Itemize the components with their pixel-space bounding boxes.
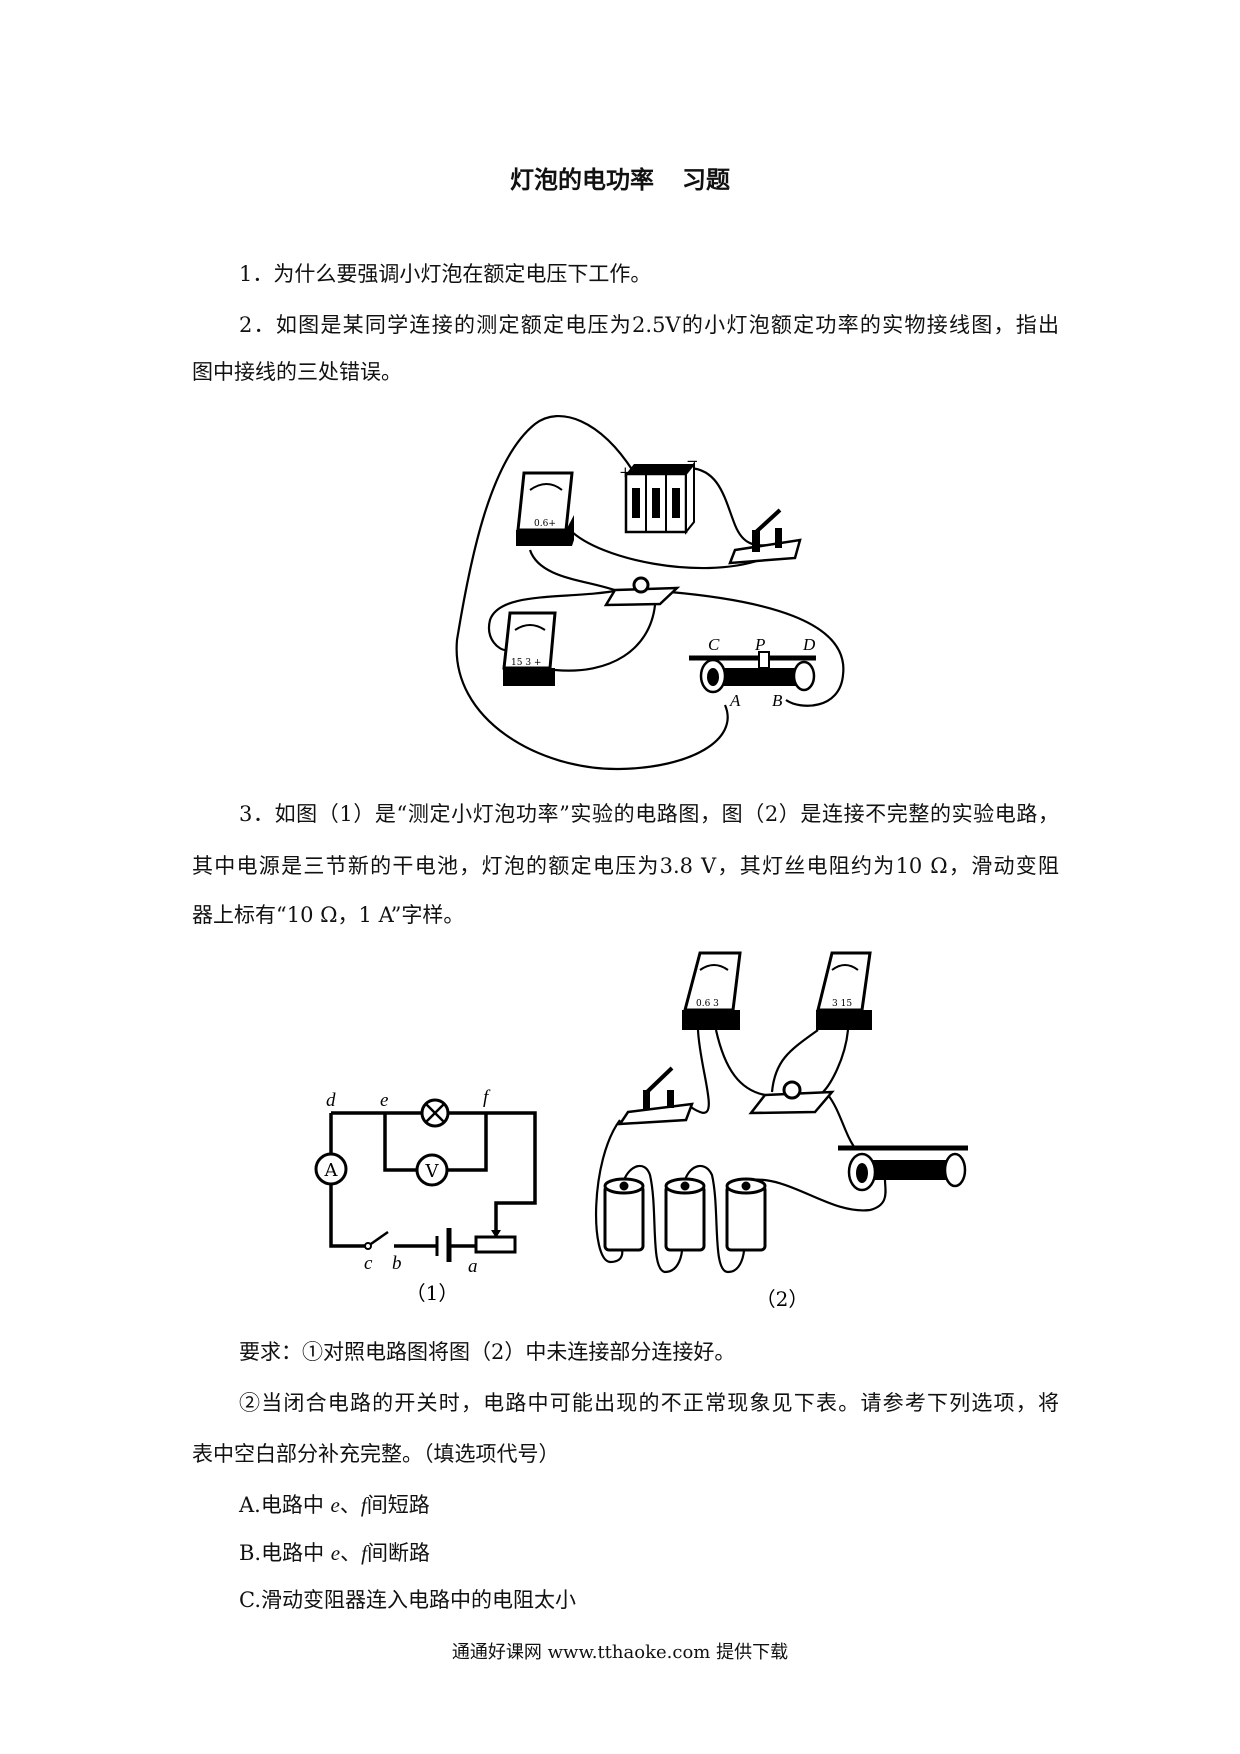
question-3-line-2: 其中电源是三节新的干电池，灯泡的额定电压为3.8 V，其灯丝电阻约为10 Ω，滑… [192,854,1059,878]
ammeter-2: 0.6 3 [682,951,742,1030]
node-f: f [483,1087,491,1108]
title-sub: 习题 [682,166,730,194]
page-title: 灯泡的电功率习题 [0,160,1240,195]
voltmeter-2-scale: 3 15 [832,999,852,1009]
option-b-prefix: B.电路中 [239,1541,331,1565]
battery-minus-label: − [686,452,699,470]
voltmeter: 15 3 + [502,611,557,686]
option-a-f: f [360,1493,367,1517]
option-a-prefix: A.电路中 [239,1493,331,1517]
ammeter-symbol: A [314,1152,348,1186]
ammeter-2-scale: 0.6 3 [696,999,719,1009]
option-b-sep: 、 [340,1541,362,1565]
requirement-2-line-1: ②当闭合电路的开关时，电路中可能出现的不正常现象见下表。请参考下列选项，将 [239,1391,1059,1415]
battery-plus-label: + [619,463,632,481]
ammeter-letter: A [324,1160,339,1181]
option-b-e: e [330,1541,341,1565]
voltmeter-letter: V [425,1161,440,1182]
option-a-suffix: 间短路 [366,1493,430,1517]
option-b-f: f [361,1541,367,1565]
wires [455,415,845,771]
question-1: 1．为什么要强调小灯泡在额定电压下工作。 [239,262,652,286]
question-3-line-1: 3．如图（1）是“测定小灯泡功率”实验的电路图，图（2）是连接不完整的实验电路， [239,802,1059,826]
rheostat-2 [838,1145,968,1192]
requirement-1: 要求：①对照电路图将图（2）中未连接部分连接好。 [239,1340,736,1364]
node-d: d [326,1090,336,1111]
rheostat-label-c: C [708,635,720,654]
rheostat-label-d: D [802,635,816,654]
option-a: A.电路中 e、f间短路 [239,1491,430,1519]
option-b: B.电路中 e、f间断路 [239,1539,430,1567]
switch [728,508,802,565]
requirement-2-line-2: 表中空白部分补充完整。（填选项代号） [192,1442,560,1466]
node-a: a [468,1256,478,1277]
node-b: b [392,1253,402,1274]
battery-pack: + − [619,452,699,535]
voltmeter-scale: 15 3 + [511,658,541,668]
lamp-holder [603,576,681,607]
question-2-line-1: 2．如图是某同学连接的测定额定电压为2.5V的小灯泡额定功率的实物接线图，指出 [239,313,1059,337]
voltmeter-symbol: V [415,1153,449,1187]
ammeter-scale: 0.6+ [534,519,556,529]
node-e: e [380,1090,388,1111]
apparatus-wires [594,1029,887,1274]
question-2-line-2: 图中接线的三处错误。 [192,360,402,384]
rheostat-symbol [474,1235,517,1254]
voltmeter-2: 3 15 [816,951,872,1030]
figure-1-caption: （1） [406,1281,459,1305]
node-c: c [364,1253,373,1274]
option-a-e: e [330,1493,340,1517]
rheostat-label-p: P [754,635,765,654]
title-main: 灯泡的电功率 [510,166,654,194]
question-3-line-3: 器上标有“10 Ω，1 A”字样。 [192,903,465,927]
rheostat-label-a: A [729,691,741,710]
dry-cells [603,1177,767,1252]
option-c: C.滑动变阻器连入电路中的电阻太小 [239,1588,576,1612]
rheostat-label-b: B [772,691,783,710]
lamp-holder-2 [748,1080,835,1115]
lamp-symbol [420,1098,450,1128]
footer-source: 通通好课网 www.tthaoke.com 提供下载 [451,1642,789,1663]
rheostat: C P D A B [689,635,816,710]
option-a-sep: 、 [339,1493,361,1517]
ammeter: 0.6+ [516,471,574,546]
switch-2 [617,1066,694,1126]
figure-2-caption: （2） [756,1287,809,1311]
option-b-suffix: 间断路 [366,1541,430,1565]
